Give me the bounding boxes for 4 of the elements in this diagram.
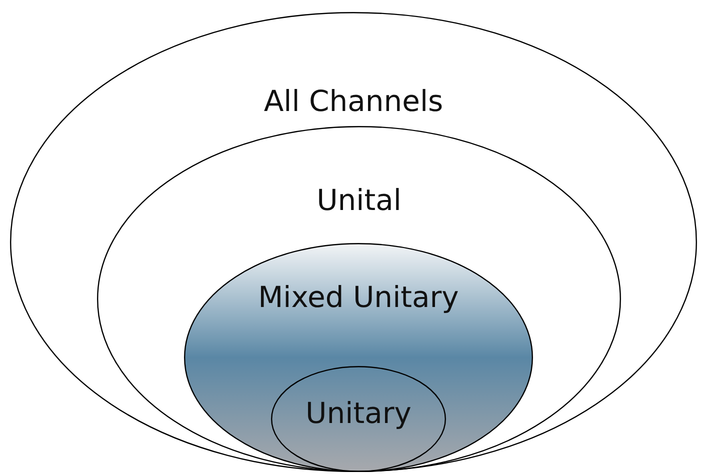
set-label: Unitary xyxy=(306,396,412,430)
set-label: All Channels xyxy=(264,84,444,118)
set-label: Unital xyxy=(316,183,402,217)
set-label: Mixed Unitary xyxy=(258,280,459,314)
